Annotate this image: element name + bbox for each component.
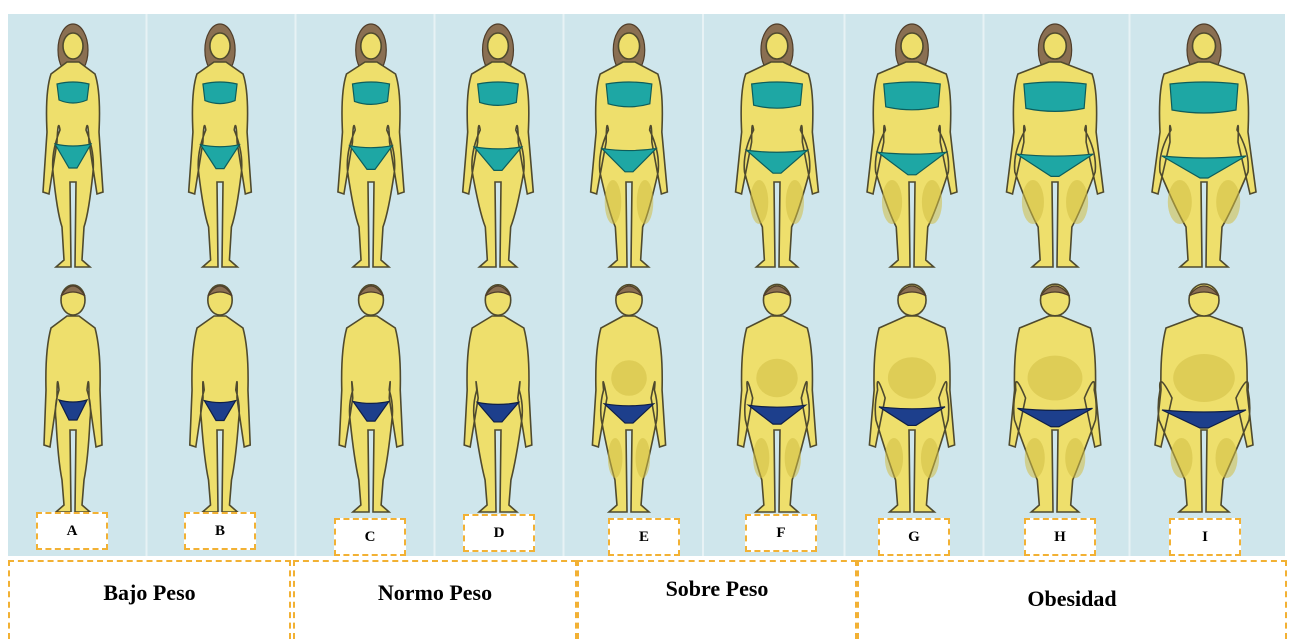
- belly-shading: [611, 360, 647, 396]
- bikini-top: [352, 82, 389, 104]
- body-shading: [1216, 180, 1240, 224]
- category-label-obesidad: Obesidad: [857, 560, 1287, 639]
- figure-pair-g: [867, 24, 957, 512]
- stage-label-c: C: [334, 518, 406, 556]
- woman-head: [63, 33, 83, 59]
- figure-pair-i: [1152, 24, 1256, 512]
- body-shading: [636, 438, 651, 478]
- stage-label-i: I: [1169, 518, 1241, 556]
- woman-head: [488, 33, 509, 59]
- body-shading: [1065, 438, 1085, 478]
- figure-pair-h: [1007, 24, 1104, 512]
- body-shading: [608, 438, 623, 478]
- body-shading: [922, 180, 942, 224]
- belly-shading: [1028, 356, 1083, 401]
- bikini-top: [606, 82, 652, 107]
- belly-shading: [888, 357, 936, 399]
- figure-pair-c: [338, 24, 404, 512]
- body-shading: [1022, 180, 1044, 224]
- body-shading: [637, 180, 654, 224]
- body-shading: [1066, 180, 1088, 224]
- body-shading: [1168, 180, 1192, 224]
- woman-head: [901, 33, 923, 59]
- stage-label-h: H: [1024, 518, 1096, 556]
- bikini-top: [57, 82, 89, 103]
- figure-pair-d: [463, 24, 534, 512]
- body-shading: [882, 180, 902, 224]
- stage-label-d: D: [463, 514, 535, 552]
- category-label-bajo-peso: Bajo Peso: [8, 560, 291, 639]
- stage-label-g: G: [878, 518, 950, 556]
- figure-pair-e: [591, 24, 668, 512]
- figure-pair-f: [736, 24, 819, 512]
- stage-label-b: B: [184, 512, 256, 550]
- body-shading: [786, 180, 804, 224]
- category-label-normo-peso: Normo Peso: [293, 560, 577, 639]
- category-label-sobre-peso: Sobre Peso: [577, 560, 857, 639]
- body-figures-panel: [8, 14, 1285, 556]
- woman-head: [1193, 33, 1216, 59]
- body-shading: [753, 438, 769, 478]
- figure-pair-b: [189, 24, 252, 512]
- bikini-top: [884, 82, 940, 110]
- figure-pair-a: [43, 24, 103, 512]
- woman-head: [210, 33, 230, 59]
- belly-shading: [756, 359, 797, 397]
- woman-head: [618, 33, 639, 59]
- body-shading: [785, 438, 801, 478]
- body-figures-illustration: [8, 14, 1285, 556]
- bikini-top: [1024, 82, 1086, 111]
- body-shading: [750, 180, 768, 224]
- body-shading: [921, 438, 939, 478]
- woman-head: [766, 33, 788, 59]
- body-shading: [1171, 438, 1193, 478]
- body-shading: [1216, 438, 1238, 478]
- bikini-top: [478, 82, 519, 105]
- stage-label-f: F: [745, 514, 817, 552]
- body-shading: [885, 438, 903, 478]
- belly-shading: [1173, 354, 1235, 402]
- body-shading: [1025, 438, 1045, 478]
- woman-head: [361, 33, 381, 59]
- bikini-top: [1170, 82, 1238, 113]
- woman-head: [1044, 33, 1067, 59]
- body-shading: [605, 180, 622, 224]
- bikini-top: [752, 82, 803, 108]
- stage-label-a: A: [36, 512, 108, 550]
- stage-label-e: E: [608, 518, 680, 556]
- bikini-top: [203, 82, 237, 104]
